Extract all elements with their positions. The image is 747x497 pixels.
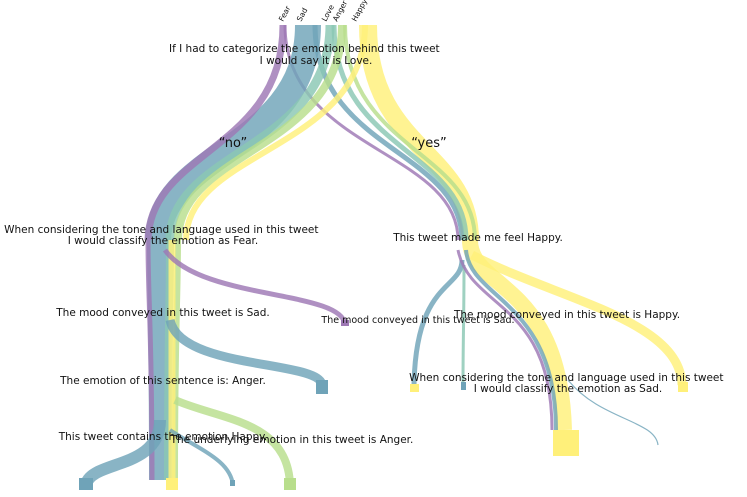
flow-to-love-leaf (461, 264, 466, 386)
category-label-happy: Happy (350, 0, 370, 23)
category-label-fear: Fear (277, 4, 293, 23)
category-labels: Fear Sad Love Anger Happy (277, 0, 370, 23)
flow-root-no-fear (144, 24, 287, 241)
leaf-small-sad (230, 480, 235, 486)
flow-to-sad-leaf-left (411, 259, 465, 386)
flow-right-sad-trunk (464, 249, 558, 431)
flow-root-no-happy (183, 24, 368, 241)
flow-sad-to-anger-leaf (165, 318, 327, 387)
node-fear-question: When considering the tone and language u… (4, 224, 322, 247)
flow-thin-tail (567, 379, 659, 446)
leaf-mid-fear (341, 320, 349, 326)
flow-to-anger-leaf (173, 396, 294, 486)
leaf-left-happy (166, 478, 178, 490)
flow-bands (80, 24, 687, 488)
node-sad-question-2: When considering the tone and language u… (409, 372, 727, 395)
node-root-line-1: If I had to categorize the emotion behin… (169, 43, 440, 55)
node-root: If I had to categorize the emotion behin… (169, 43, 443, 67)
node-happy-question-2: The mood conveyed in this tweet is Happy… (453, 309, 680, 321)
node-sad-question-2-line-1: When considering the tone and language u… (409, 372, 723, 384)
node-fear-question-line-1: When considering the tone and language u… (4, 224, 318, 236)
leaf-anger (284, 478, 296, 490)
flow-root-no-love (165, 24, 335, 241)
leaf-right-happy (678, 382, 688, 392)
node-sad-question-mid: The mood conveyed in this tweet is Sad. (320, 315, 514, 326)
category-label-sad: Sad (295, 6, 310, 23)
leaf-anger-sad (316, 380, 328, 394)
flow-to-left-leaf (80, 419, 166, 488)
node-sad-question-2-line-2: I would classify the emotion as Sad. (474, 383, 663, 395)
node-anger-question: The emotion of this sentence is: Anger. (59, 375, 266, 387)
leaf-right-sad-small (461, 382, 466, 390)
edge-label-no: “no” (219, 136, 248, 151)
flow-root-no-sad (145, 24, 321, 242)
flow-fear-to-sad-mid (162, 248, 348, 325)
flow-left-trunk-fear (145, 239, 155, 481)
leaf-right-happy-large (553, 430, 579, 456)
flow-root-yes-anger (343, 24, 477, 241)
node-fear-question-line-2: I would classify the emotion as Fear. (68, 235, 259, 247)
flow-to-happy-leaf (469, 250, 687, 386)
category-label-anger: Anger (331, 0, 350, 23)
node-anger-question-2: The underlying emotion in this tweet is … (170, 434, 414, 446)
flow-root-yes-love (331, 24, 469, 241)
flow-root-no-anger (174, 24, 346, 241)
leaf-left-sad (79, 478, 93, 490)
edge-label-yes: “yes” (411, 136, 446, 151)
node-happy-question: This tweet made me feel Happy. (392, 232, 563, 244)
flow-to-small-leaf (168, 428, 235, 486)
flow-right-fear-trunk (456, 249, 554, 431)
node-happy-question-3: This tweet contains the emotion Happy. (58, 431, 268, 443)
leaf-bars (79, 320, 688, 490)
node-root-line-2: I would say it is Love. (260, 55, 373, 67)
leaf-right-happy-small (410, 384, 419, 392)
flow-root-yes-happy (359, 24, 479, 241)
node-sad-question-left: The mood conveyed in this tweet is Sad. (55, 307, 269, 319)
